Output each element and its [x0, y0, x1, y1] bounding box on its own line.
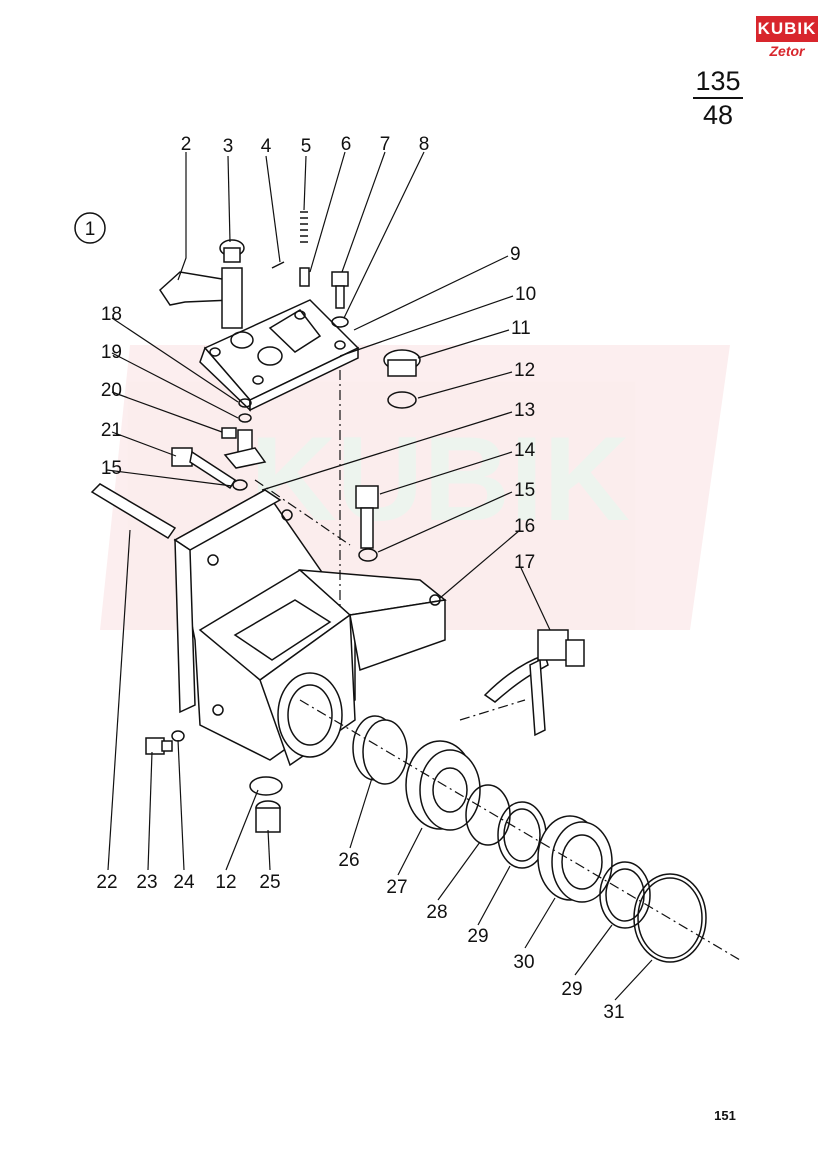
- part-label: 30: [513, 952, 534, 973]
- plug-11: [383, 349, 421, 409]
- gear-and-coupling: [352, 715, 481, 831]
- part-labels: 2 3 4 5 6 7 8 9 10 11 12 13 14 15 16 17 …: [96, 134, 624, 1023]
- part-label: 19: [101, 342, 122, 363]
- view-label: 1: [85, 219, 96, 240]
- part-label: 29: [561, 979, 582, 1000]
- part-label: 18: [101, 304, 122, 325]
- part-label: 31: [603, 1002, 624, 1023]
- part-label: 24: [173, 872, 195, 893]
- part-label: 22: [96, 872, 117, 893]
- part-label: 9: [510, 244, 521, 265]
- part-label: 17: [514, 552, 535, 573]
- cover-plate: [199, 299, 360, 412]
- part-label: 20: [101, 380, 122, 401]
- logo-brand-top: KUBIK: [756, 16, 818, 42]
- part-label: 25: [259, 872, 280, 893]
- part-label: 12: [215, 872, 236, 893]
- lower-fasteners: [145, 730, 283, 833]
- part-label: 28: [426, 902, 447, 923]
- centre-lines: [254, 370, 741, 961]
- part-label: 14: [514, 440, 536, 461]
- part-label: 15: [514, 480, 535, 501]
- part-label: 27: [386, 877, 407, 898]
- figure-numerator: 135: [695, 66, 741, 96]
- page-number: 151: [714, 1108, 736, 1123]
- part-label: 23: [136, 872, 157, 893]
- view-marker: 1: [74, 212, 106, 244]
- part-label: 10: [515, 284, 536, 305]
- part-label: 26: [338, 850, 359, 871]
- part-label: 29: [467, 926, 488, 947]
- part-label: 2: [181, 134, 192, 155]
- part-label: 4: [261, 136, 272, 157]
- part-label: 11: [511, 318, 531, 339]
- shaft-22: [90, 483, 177, 540]
- fraction-bar: [693, 97, 743, 99]
- figure-number: 135 48: [690, 66, 746, 130]
- part-label: 21: [101, 420, 122, 441]
- part-label: 12: [514, 360, 535, 381]
- leader-lines: [106, 151, 653, 1001]
- part-label: 3: [223, 136, 234, 157]
- detent-parts: [171, 398, 267, 491]
- figure-denominator: 48: [702, 100, 734, 130]
- main-housing: [173, 489, 447, 767]
- part-label: 6: [341, 134, 352, 155]
- watermark-text: KUBIK: [250, 412, 630, 546]
- part-label: 15: [101, 458, 122, 479]
- part-label: 16: [514, 516, 535, 537]
- bolt-14: [355, 485, 379, 562]
- spring-and-pins: [271, 211, 310, 287]
- logo-brand-bottom: Zetor: [769, 43, 805, 59]
- part-label: 5: [301, 136, 312, 157]
- part-label: 13: [514, 400, 535, 421]
- kubik-zetor-logo: KUBIK Zetor: [756, 16, 818, 62]
- part-label: 7: [380, 134, 391, 155]
- part-label: 8: [419, 134, 430, 155]
- bolt-7: [331, 271, 349, 328]
- selector-lever: [159, 239, 245, 329]
- bearing-stack: [465, 784, 707, 963]
- shift-fork: [483, 629, 585, 737]
